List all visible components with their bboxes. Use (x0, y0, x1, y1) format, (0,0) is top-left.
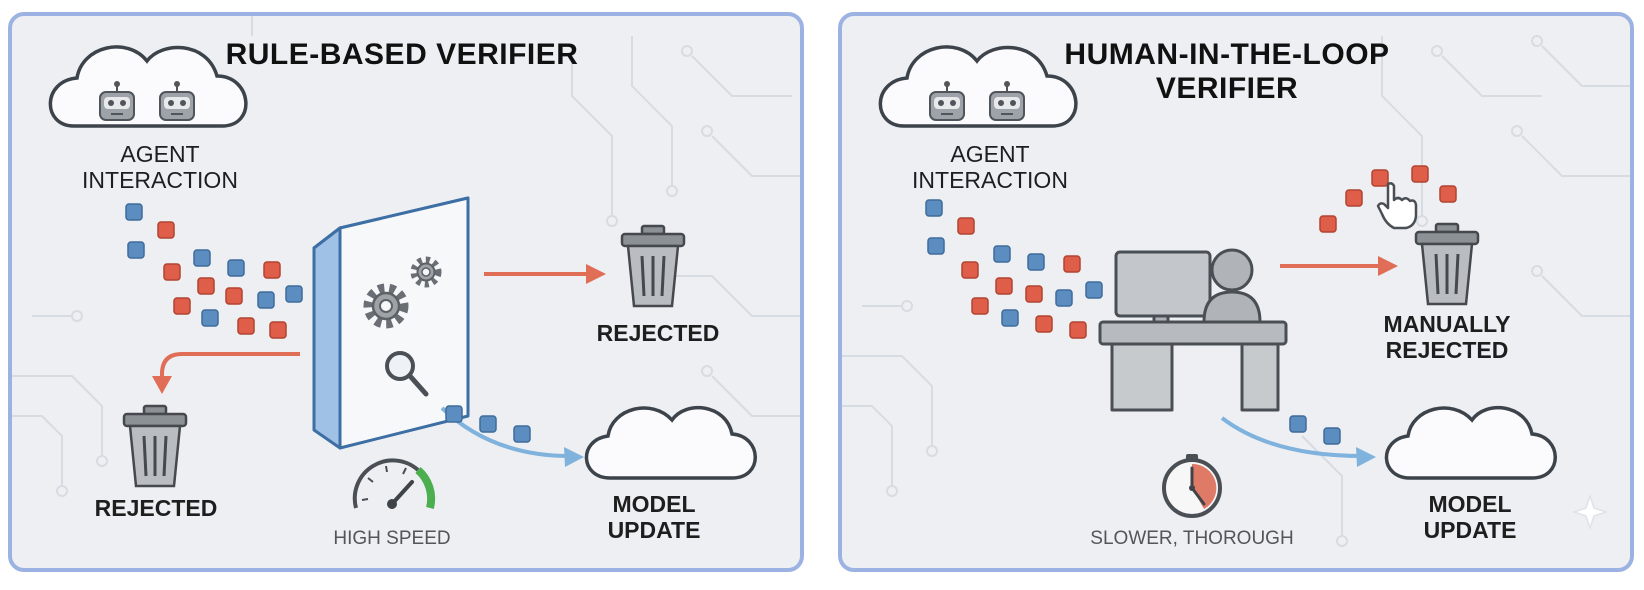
model-update-cloud-icon (1384, 405, 1557, 480)
trash-icon (122, 404, 188, 488)
robot-icon (989, 81, 1025, 121)
hand-cursor-icon (1376, 182, 1418, 230)
panel-title: HUMAN-IN-THE-LOOP VERIFIER (1064, 38, 1390, 105)
rule-based-diagram (12, 16, 800, 509)
speed-label: SLOWER, THOROUGH (1090, 528, 1294, 549)
manually-rejected-label: MANUALLY REJECTED (1383, 311, 1511, 363)
accepted-blocks (1289, 415, 1341, 445)
panel-title: RULE-BASED VERIFIER (225, 38, 579, 71)
arrow-to-model-update (1220, 416, 1376, 467)
sparkle-icon (1571, 493, 1609, 531)
gear-icon (410, 256, 442, 288)
model-update-cloud-icon (584, 405, 757, 480)
rejected-label-right: REJECTED (596, 320, 720, 346)
computer-desk-icon (1098, 250, 1288, 412)
rejected-blocks (1319, 165, 1457, 233)
clock-icon (1162, 454, 1222, 518)
agent-interaction-label: AGENT INTERACTION (912, 141, 1068, 193)
trash-icon (620, 224, 686, 308)
gear-icon (363, 283, 409, 329)
data-blocks (125, 203, 303, 339)
trash-icon (1414, 222, 1480, 306)
magnifier-icon (385, 351, 429, 397)
robot-icon (929, 81, 965, 121)
model-update-label: MODEL UPDATE (607, 491, 701, 543)
rule-based-verifier-panel: RULE-BASED VERIFIER AGENT INTERACTION RE… (8, 12, 804, 572)
accepted-blocks (445, 405, 531, 443)
data-blocks (925, 199, 1103, 339)
rejected-label-left: REJECTED (94, 495, 218, 521)
robot-icon (159, 81, 195, 121)
agent-cloud-icon (48, 45, 248, 128)
gauge-icon (352, 458, 436, 509)
arrow-to-rejected-right (484, 264, 606, 284)
human-in-the-loop-diagram (842, 35, 1630, 547)
human-in-the-loop-verifier-panel: HUMAN-IN-THE-LOOP VERIFIER AGENT INTERAC… (838, 12, 1634, 572)
arrow-to-rejected-left (152, 352, 300, 394)
person-icon (1202, 248, 1262, 324)
model-update-label: MODEL UPDATE (1423, 491, 1517, 543)
arrow-to-manually-rejected (1280, 256, 1398, 276)
agent-interaction-label: AGENT INTERACTION (82, 141, 238, 193)
speed-label: HIGH SPEED (333, 528, 451, 549)
robot-icon (99, 81, 135, 121)
